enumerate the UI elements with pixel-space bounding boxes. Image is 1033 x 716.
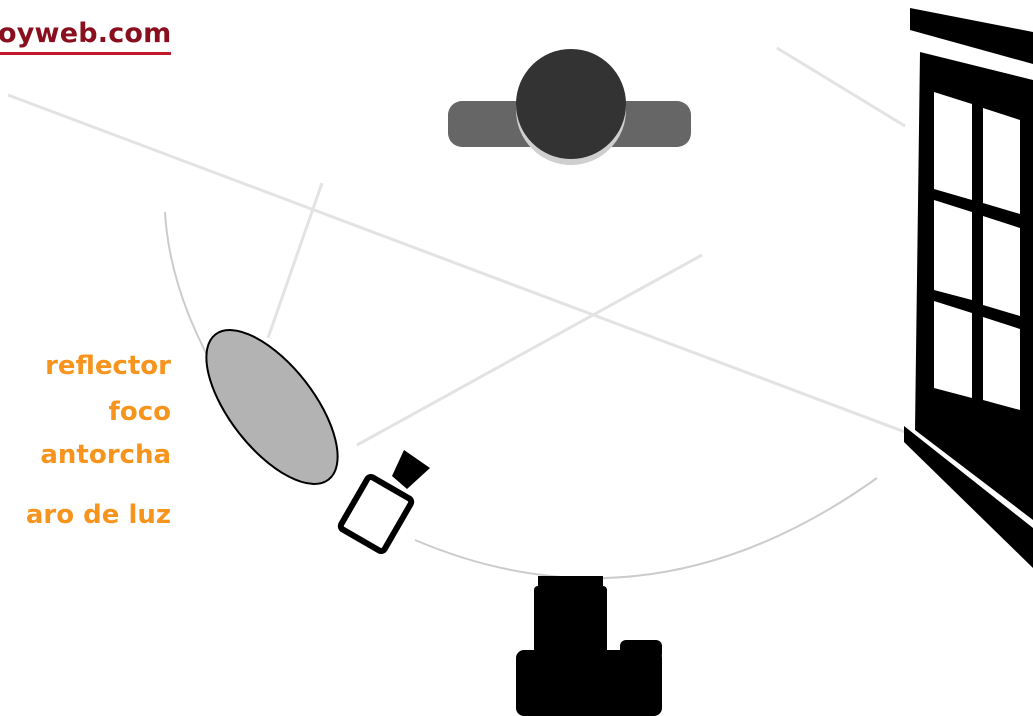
flash-body: [337, 473, 415, 555]
camera-icon: [516, 576, 662, 716]
light-option-antorcha: antorcha: [40, 440, 171, 470]
brand-link[interactable]: oyweb.com: [0, 18, 172, 55]
flash-icon: [337, 450, 430, 555]
light-option-reflector: reflector: [45, 351, 171, 381]
subject-icon: [448, 49, 691, 165]
window-top-ray: [776, 46, 906, 128]
light-rays: [7, 46, 906, 447]
subject-head: [516, 49, 626, 159]
reflector-bounce-ray: [266, 182, 324, 339]
camera-lens: [534, 586, 607, 656]
window-panes: [934, 92, 1020, 410]
camera-grip: [620, 640, 662, 660]
bottom-arc: [414, 477, 878, 580]
light-option-foco: foco: [108, 397, 171, 427]
camera-body: [516, 650, 662, 716]
flash-ray: [356, 253, 703, 447]
brand-text: oyweb.com: [0, 18, 172, 49]
reflector-icon: [205, 329, 339, 485]
camera-lens-front: [538, 576, 603, 586]
flash-head: [392, 450, 430, 489]
window-icon: [904, 8, 1033, 568]
light-option-aro-de-luz: aro de luz: [25, 500, 171, 530]
window-cornice: [910, 8, 1033, 64]
window-light-ray: [7, 93, 906, 434]
window-sill: [904, 426, 1033, 568]
